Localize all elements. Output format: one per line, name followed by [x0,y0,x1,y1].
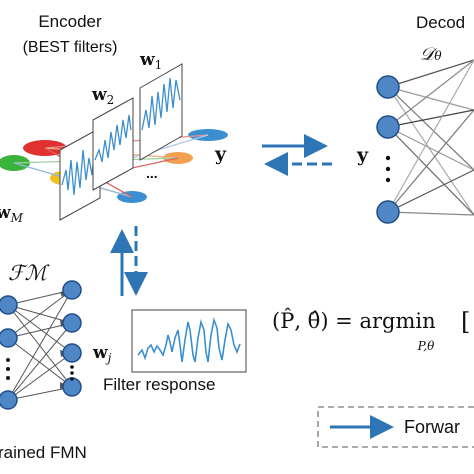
fm-input-node [0,390,18,410]
legend-box: Forwar [317,406,474,448]
encoder-dots-text: ... [146,165,158,181]
decoder-node [376,75,400,99]
encoder-decoder-arrows [262,134,332,176]
decoder-node [376,200,400,224]
encoder-title: Encoder [38,12,102,31]
fm-input-node [0,328,18,348]
encoder-block: Encoder (BEST filters) .. [0,12,228,225]
filter-response-caption: Filter response [103,375,215,394]
decoder-node [376,115,400,139]
filter-label-w1: w1 [139,50,162,72]
objective-equation: (P̂, θ̂) = argmin P,θ [ [272,308,470,353]
fm-output-node [62,313,82,333]
filter-response-block: wj Filter response [92,309,247,394]
equation-lhs: (P̂, θ̂) = argmin [272,309,436,333]
legend-border [317,406,474,448]
fm-network: ℱℳ [0,261,87,462]
legend-label: Forwar [404,417,460,437]
filter-panel-wM [59,127,101,221]
filter-response-signal [137,317,241,363]
fm-output-nodes [62,280,82,397]
fm-output-node [62,280,82,300]
fm-symbol: ℱℳ [8,261,51,285]
encoder-output-y: y [214,143,227,165]
decoder-symbol: 𝒟θ [420,44,442,65]
equation-bracket: [ [461,308,470,336]
filter-label-wM: wM [0,203,24,225]
filter-response-label-wj: wj [92,343,112,365]
filter-panel-w2 [92,97,134,191]
fm-caption: rained FMN [0,443,87,462]
encoder-fm-arrows [110,226,148,296]
fm-input-node [0,295,18,315]
decoder-input-y: y [356,144,369,166]
decoder-block: Decod 𝒟θ y [356,13,474,224]
decoder-nodes [376,75,400,224]
equation-subscript: P,θ [417,339,435,353]
filter-panel-w1 [139,63,183,161]
encoder-subtitle: (BEST filters) [23,39,118,56]
fm-input-nodes [0,295,18,410]
filter-label-w2: w2 [91,85,114,107]
filter-response-box [131,309,247,373]
fm-output-node [62,343,82,363]
decoder-edges [387,59,474,216]
decoder-title: Decod [416,13,465,32]
